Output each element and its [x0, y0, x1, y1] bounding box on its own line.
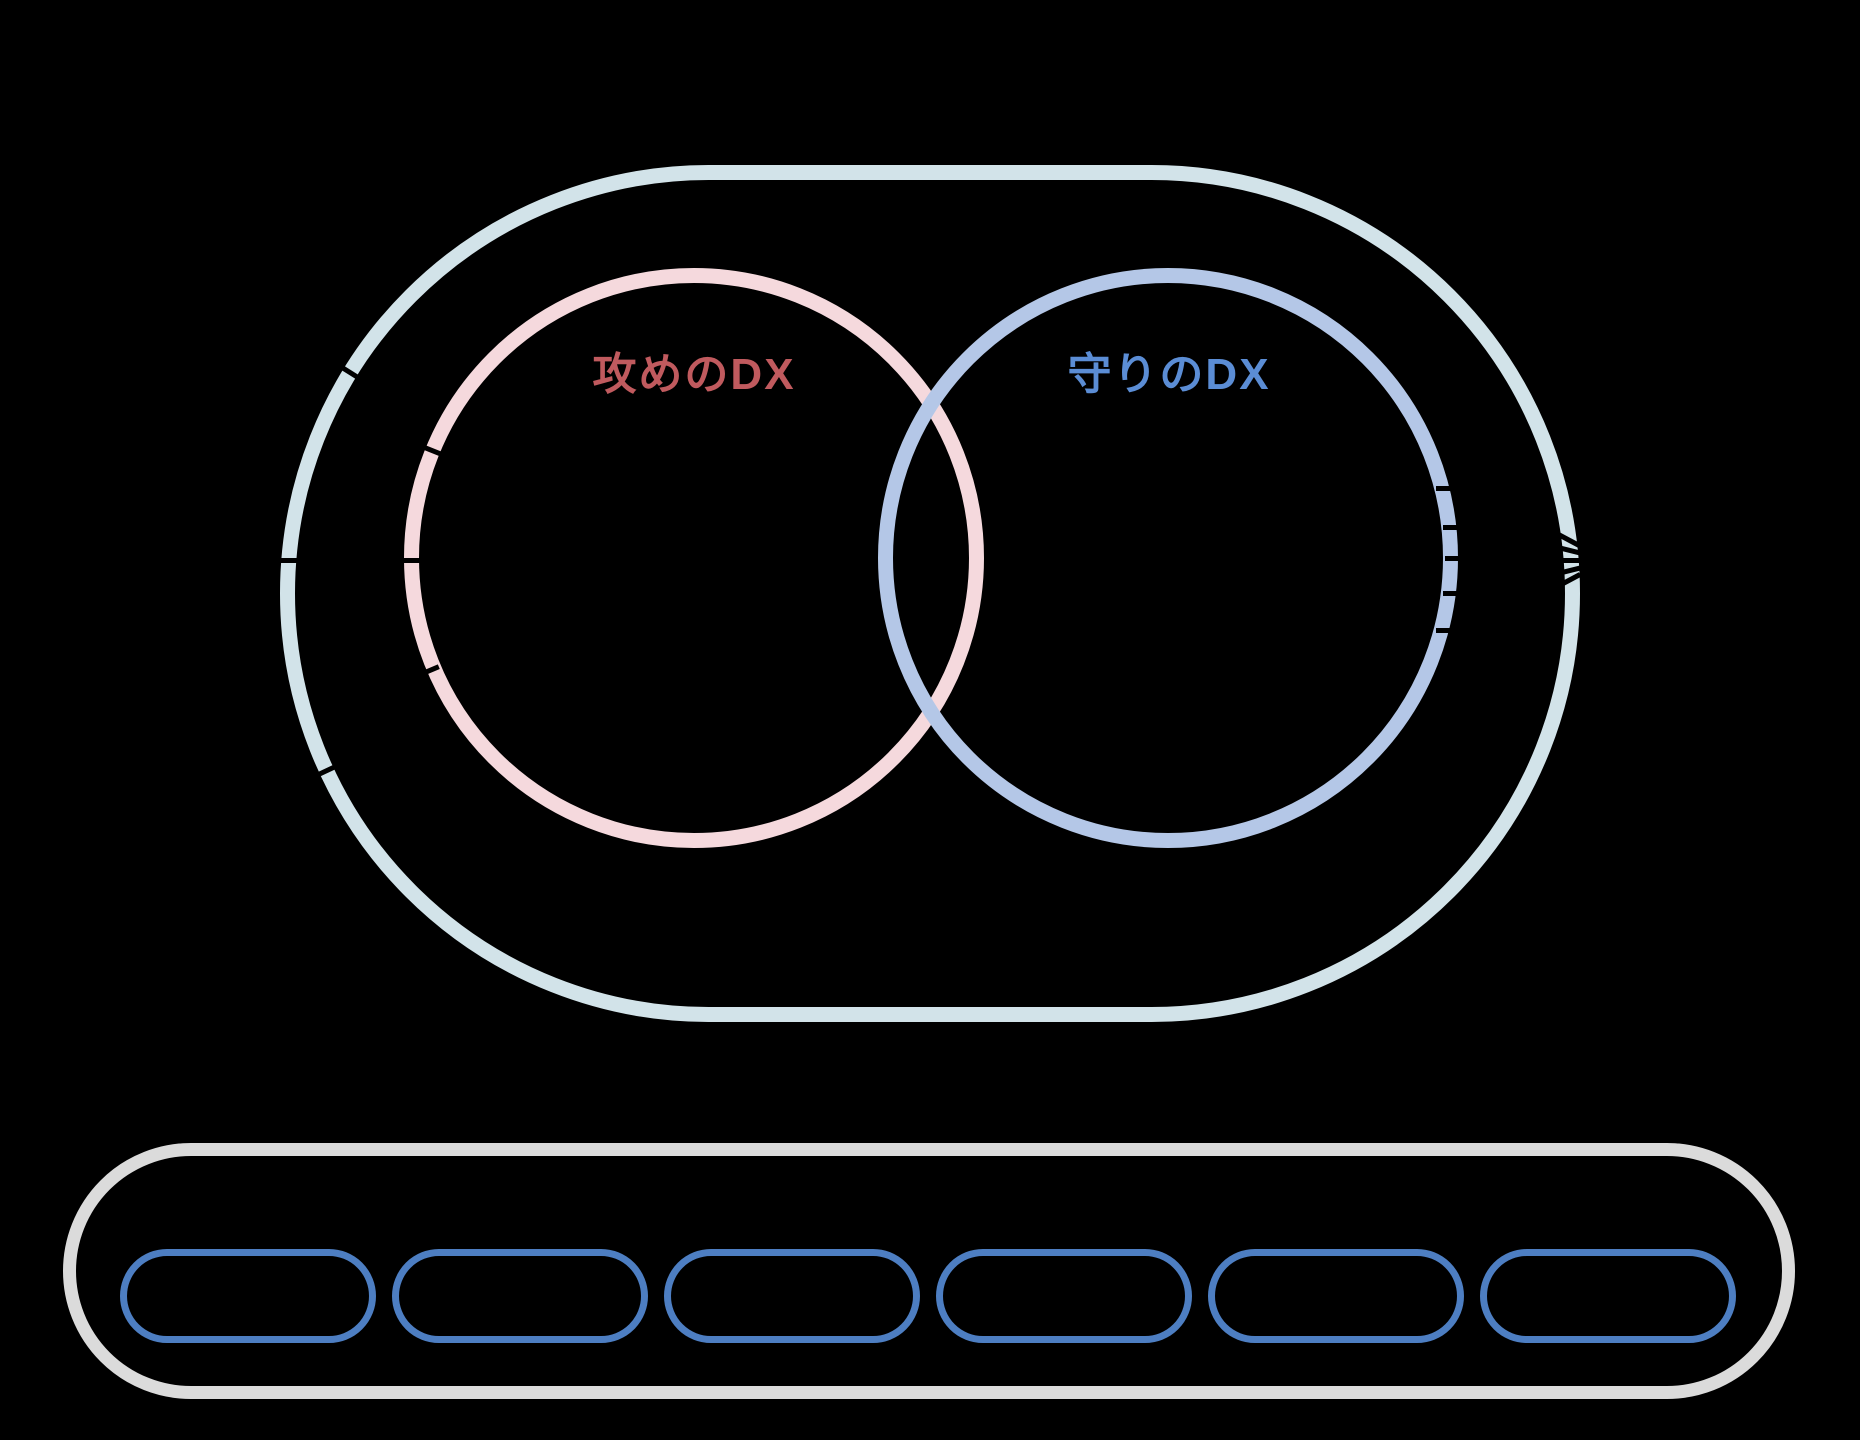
- bottom-pill: [664, 1249, 920, 1343]
- notch-mark: [1443, 524, 1469, 530]
- bottom-pill: [936, 1249, 1192, 1343]
- bottom-pill: [392, 1249, 648, 1343]
- notch-mark: [1443, 590, 1469, 596]
- bottom-pill: [1208, 1249, 1464, 1343]
- notch-mark: [393, 557, 423, 563]
- notch-mark: [1436, 627, 1462, 633]
- notch-mark: [274, 557, 304, 563]
- defense-label: 守りのDX: [1067, 350, 1271, 399]
- bottom-pill: [120, 1249, 376, 1343]
- notch-mark: [1436, 485, 1462, 491]
- notch-mark: [1550, 557, 1584, 563]
- offense-label: 攻めのDX: [592, 350, 796, 399]
- notch-mark: [1445, 555, 1471, 561]
- bottom-pill: [1480, 1249, 1736, 1343]
